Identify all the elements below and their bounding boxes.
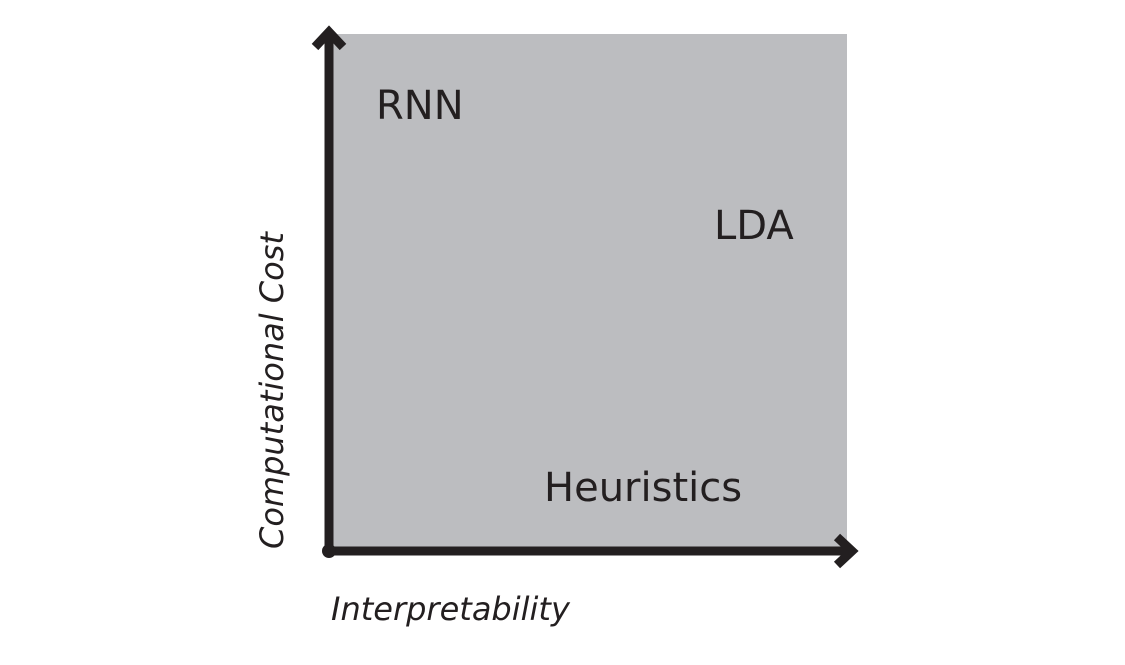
label-heuristics: Heuristics bbox=[544, 465, 742, 511]
x-axis-label: Interpretability bbox=[331, 590, 571, 628]
y-axis bbox=[311, 25, 347, 552]
x-axis-arrowhead bbox=[833, 533, 859, 569]
origin-dot bbox=[322, 544, 336, 558]
label-lda: LDA bbox=[714, 203, 794, 249]
label-rnn: RNN bbox=[376, 83, 464, 129]
y-axis-label: Computational Cost bbox=[253, 231, 291, 549]
y-axis-arrowhead bbox=[311, 25, 347, 51]
quadrant-area bbox=[329, 34, 847, 552]
x-axis bbox=[329, 533, 859, 569]
